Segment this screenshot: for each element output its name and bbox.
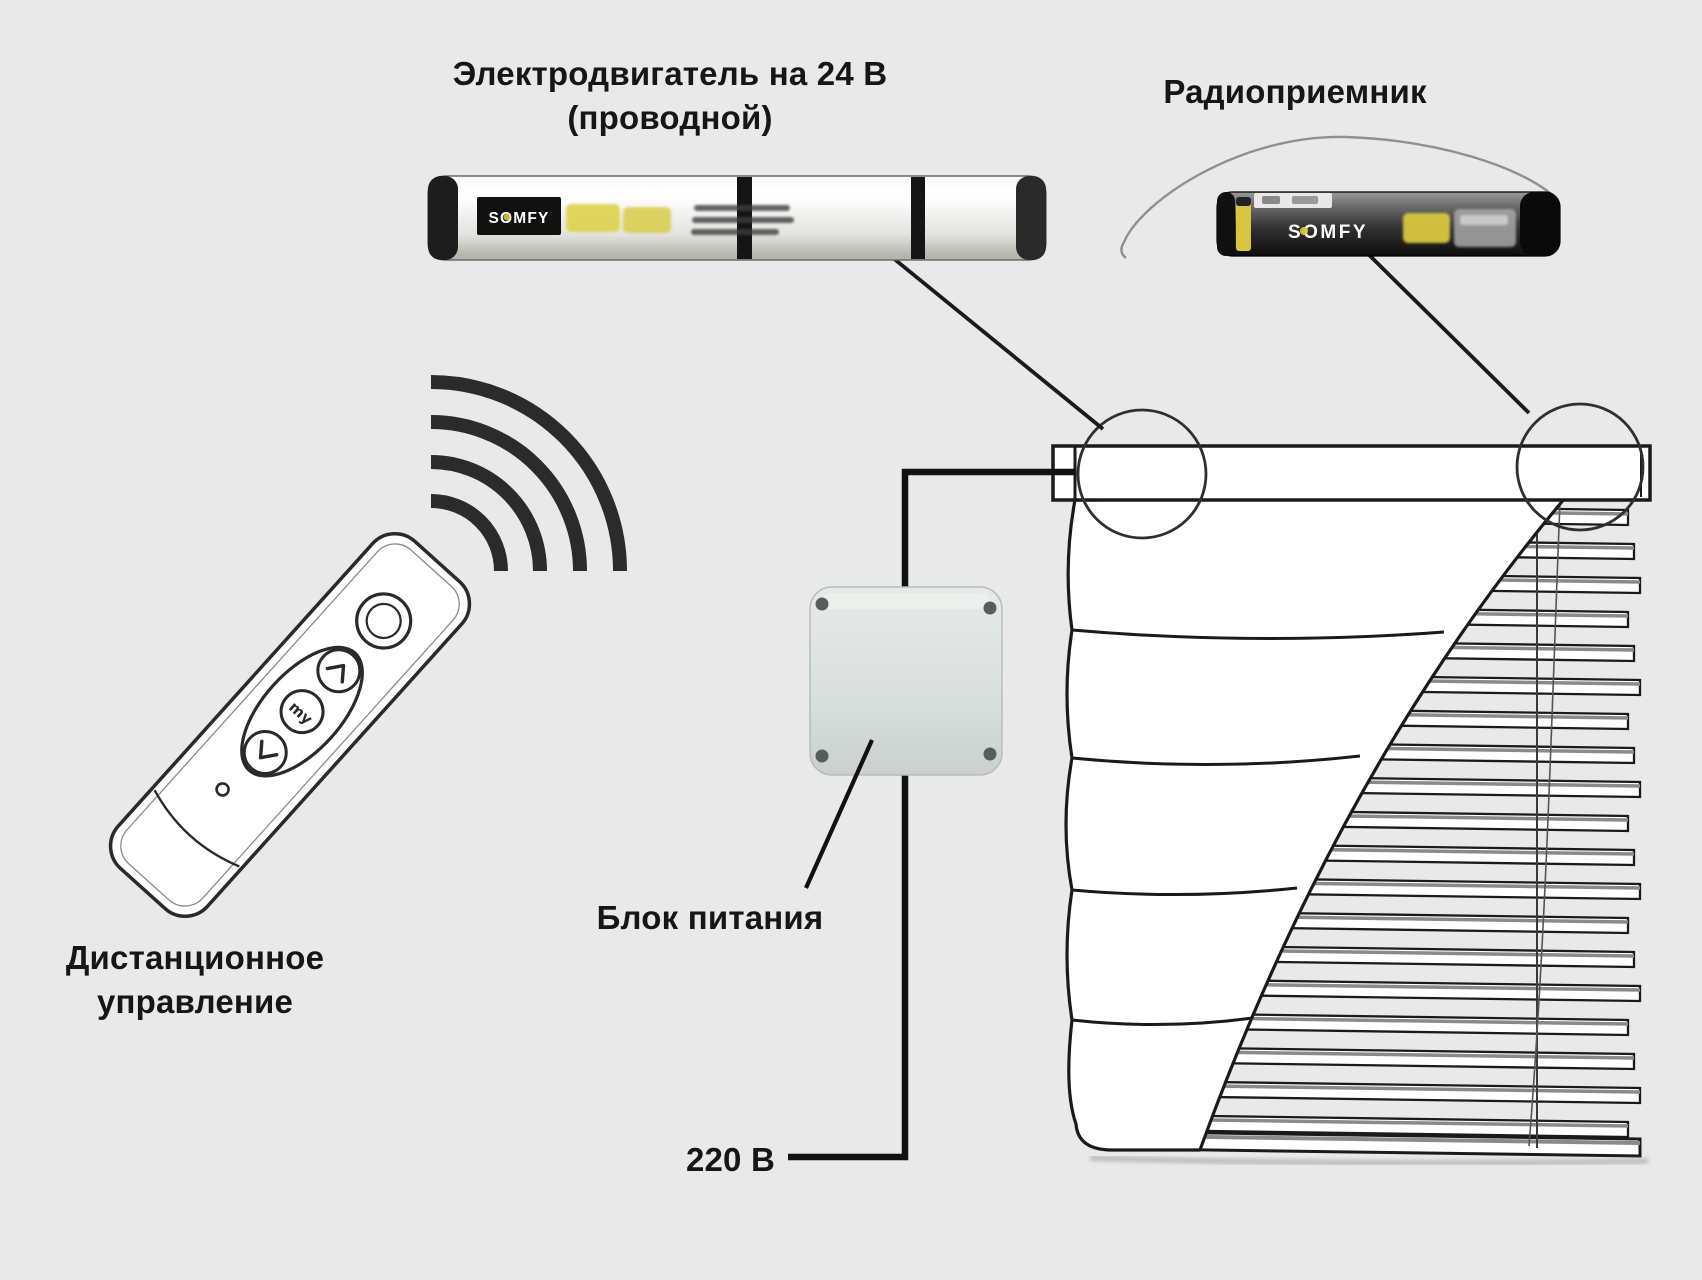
remote-label-line1: Дистанционное xyxy=(65,939,325,976)
remote-label: Дистанционное управление xyxy=(15,936,375,1024)
up-button xyxy=(316,648,362,694)
remote-control-illustration: my xyxy=(108,531,472,919)
wifi-waves-icon xyxy=(430,375,627,572)
callout-circle-receiver xyxy=(1515,402,1645,532)
receiver-label: Радиоприемник xyxy=(1163,73,1427,110)
power-cable xyxy=(788,468,1075,1161)
callout-circle-motor xyxy=(1076,408,1208,540)
blind-shadow xyxy=(1089,1155,1649,1166)
fabric-fold-line xyxy=(1071,1016,1254,1027)
mains-voltage-label: 220 В xyxy=(685,1141,775,1178)
power-supply-label: Блок питания xyxy=(596,899,824,936)
led-indicator xyxy=(215,782,230,797)
power-supply-box xyxy=(809,586,1003,776)
screw-icon xyxy=(983,601,997,615)
motor-illustration: SOMFY xyxy=(427,175,1047,261)
receiver-illustration: SOMFY xyxy=(1120,135,1561,259)
up-arrow-icon xyxy=(325,663,346,684)
antenna-wire xyxy=(1120,135,1558,259)
receiver-leader-line xyxy=(1355,241,1531,415)
motor-label-line2: (проводной) xyxy=(567,99,773,136)
motor-brand: SOMFY xyxy=(488,210,549,227)
motor-label: Электродвигатель на 24 В (проводной) xyxy=(390,52,950,140)
tilt-cord xyxy=(1528,501,1561,1147)
fabric-fold-line xyxy=(1071,886,1298,897)
receiver-brand: SOMFY xyxy=(1288,222,1368,243)
fabric-fold-line xyxy=(1071,754,1361,767)
down-button xyxy=(242,729,288,775)
power-supply-leader-line xyxy=(804,739,874,889)
motor-leader-line xyxy=(864,234,1105,431)
blind-fabric xyxy=(1064,496,1567,1152)
screw-icon xyxy=(815,749,829,763)
motor-label-line1: Электродвигатель на 24 В xyxy=(452,55,888,92)
screw-icon xyxy=(983,747,997,761)
screw-icon xyxy=(815,597,829,611)
remote-label-line2: управление xyxy=(96,983,294,1020)
fabric-fold-line xyxy=(1071,628,1445,641)
blind-bottom-rail-edge xyxy=(1139,1134,1641,1145)
down-arrow-icon xyxy=(258,739,279,760)
battery-cover-line xyxy=(153,789,240,868)
my-button xyxy=(279,689,325,735)
head-rail xyxy=(1051,444,1652,502)
